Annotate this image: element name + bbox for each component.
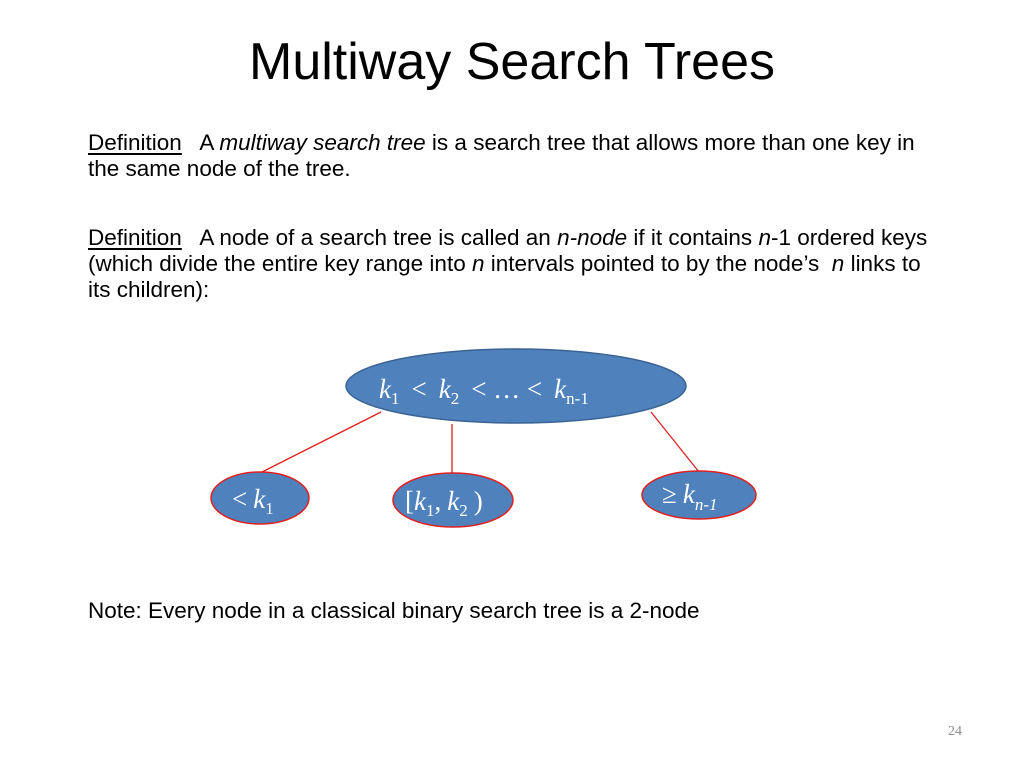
root-node: [345, 348, 687, 424]
page-number: 24: [948, 724, 962, 739]
definition-gap: A: [181, 130, 220, 155]
variable-n: n: [758, 225, 771, 250]
definition-n-node: Definition A node of a search tree is ca…: [88, 225, 948, 303]
edge-right: [650, 411, 700, 473]
definition-text: -1 ordered keys (which divide the entire…: [88, 225, 928, 276]
definition-label: Definition: [88, 225, 182, 250]
definition-text: if it contains: [627, 225, 759, 250]
definition-text: intervals pointed to by the node’s: [484, 251, 832, 276]
definition-text: links to its children):: [88, 251, 921, 302]
edge-left: [261, 411, 382, 473]
term-n-node: n-node: [557, 225, 628, 250]
child-middle-label: [k1,k2): [405, 486, 483, 520]
variable-n: n: [471, 251, 485, 276]
note-text: Note: Every node in a classical binary s…: [88, 598, 700, 623]
term-multiway-search-tree: multiway search tree: [219, 130, 426, 155]
child-right-label: ≥kn-1: [662, 479, 717, 514]
definition-text: is a search tree that allows more than o…: [88, 130, 915, 181]
child-left-label: <k1: [232, 484, 274, 518]
definition-label: Definition: [88, 130, 182, 155]
definition-multiway: Definition A multiway search tree is a s…: [88, 130, 948, 182]
child-node-middle: [392, 472, 514, 528]
variable-n: n: [831, 251, 845, 276]
slide-title: Multiway Search Trees: [249, 33, 775, 91]
root-keys: k1<k2< … <kn-1: [379, 374, 589, 408]
child-node-left: [210, 471, 310, 525]
definition-text: A node of a search tree is called an: [181, 225, 558, 250]
child-node-right: [641, 470, 757, 520]
